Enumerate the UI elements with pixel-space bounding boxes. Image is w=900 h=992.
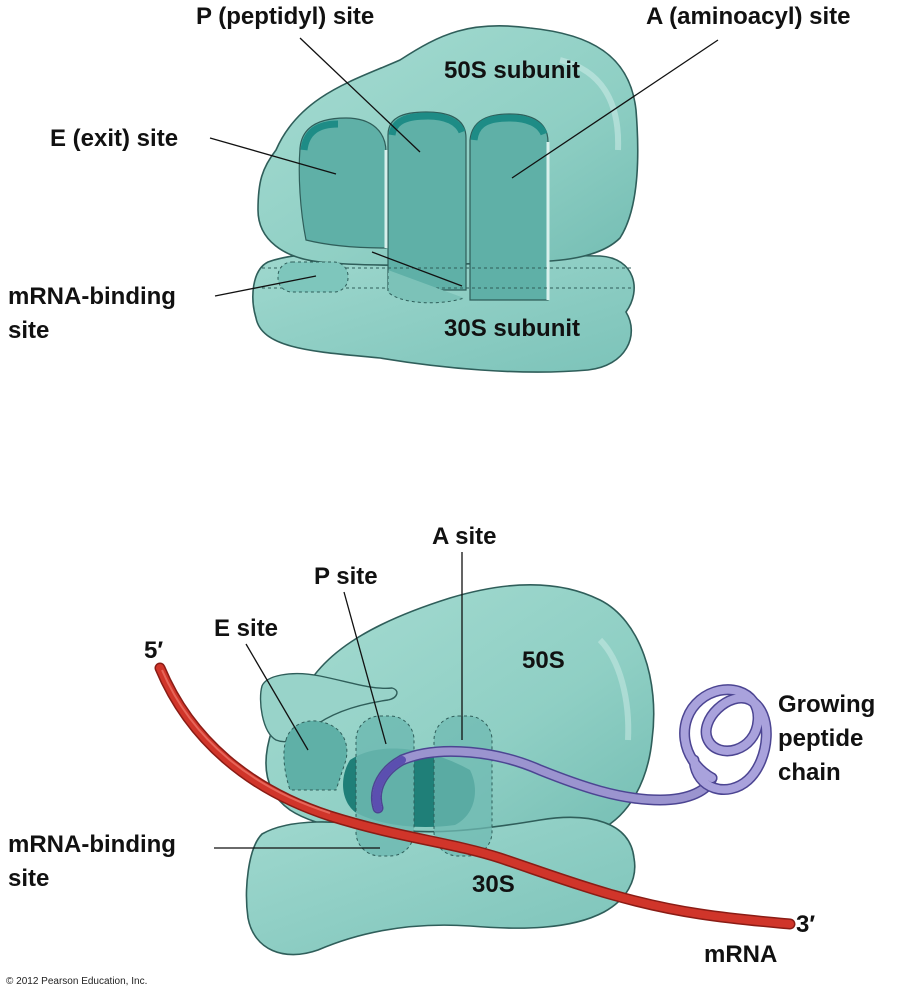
top-e-site-pocket: [298, 117, 387, 249]
three-prime-label: 3′: [796, 911, 815, 938]
mrna-label: mRNA: [704, 941, 777, 968]
bottom-50s-flap: [259, 672, 398, 743]
bottom-a-site-pocket: [433, 715, 493, 857]
growing-chain-label-3: chain: [778, 759, 841, 786]
bottom-30s-subunit: [245, 816, 636, 956]
bottom-e-site-label: E site: [214, 615, 278, 642]
five-prime-label: 5′: [144, 637, 163, 664]
bottom-ribosome: [245, 583, 655, 956]
bottom-a-site-label: A site: [432, 523, 496, 550]
bottom-mrna-binding-label-2: site: [8, 865, 49, 892]
top-p-site-label: P (peptidyl) site: [196, 3, 374, 30]
growing-chain-label-2: peptide: [778, 725, 863, 752]
growing-peptide-chain: [371, 684, 772, 814]
top-e-site-label: E (exit) site: [50, 125, 178, 152]
top-mrna-binding-label-1: mRNA-binding: [8, 283, 176, 310]
top-a-site-pocket: [469, 113, 549, 301]
top-ribosome: [252, 24, 639, 373]
bottom-p-site-pocket: [355, 715, 415, 857]
top-50s-label: 50S subunit: [444, 57, 580, 84]
top-p-site-pocket: [387, 111, 467, 291]
growing-chain-label-1: Growing: [778, 691, 875, 718]
top-mrna-binding-label-2: site: [8, 317, 49, 344]
bottom-e-site-pocket: [283, 720, 348, 791]
bottom-p-site-label: P site: [314, 563, 378, 590]
bottom-leader-lines: [214, 552, 463, 849]
top-30s-label: 30S subunit: [444, 315, 580, 342]
mrna-strand: [154, 662, 796, 930]
bottom-50s-label: 50S: [522, 647, 565, 674]
top-a-site-label: A (aminoacyl) site: [646, 3, 851, 30]
bottom-30s-label: 30S: [472, 871, 515, 898]
copyright-notice: © 2012 Pearson Education, Inc.: [6, 976, 147, 987]
bottom-mrna-binding-label-1: mRNA-binding: [8, 831, 176, 858]
top-leader-lines: [209, 37, 719, 297]
